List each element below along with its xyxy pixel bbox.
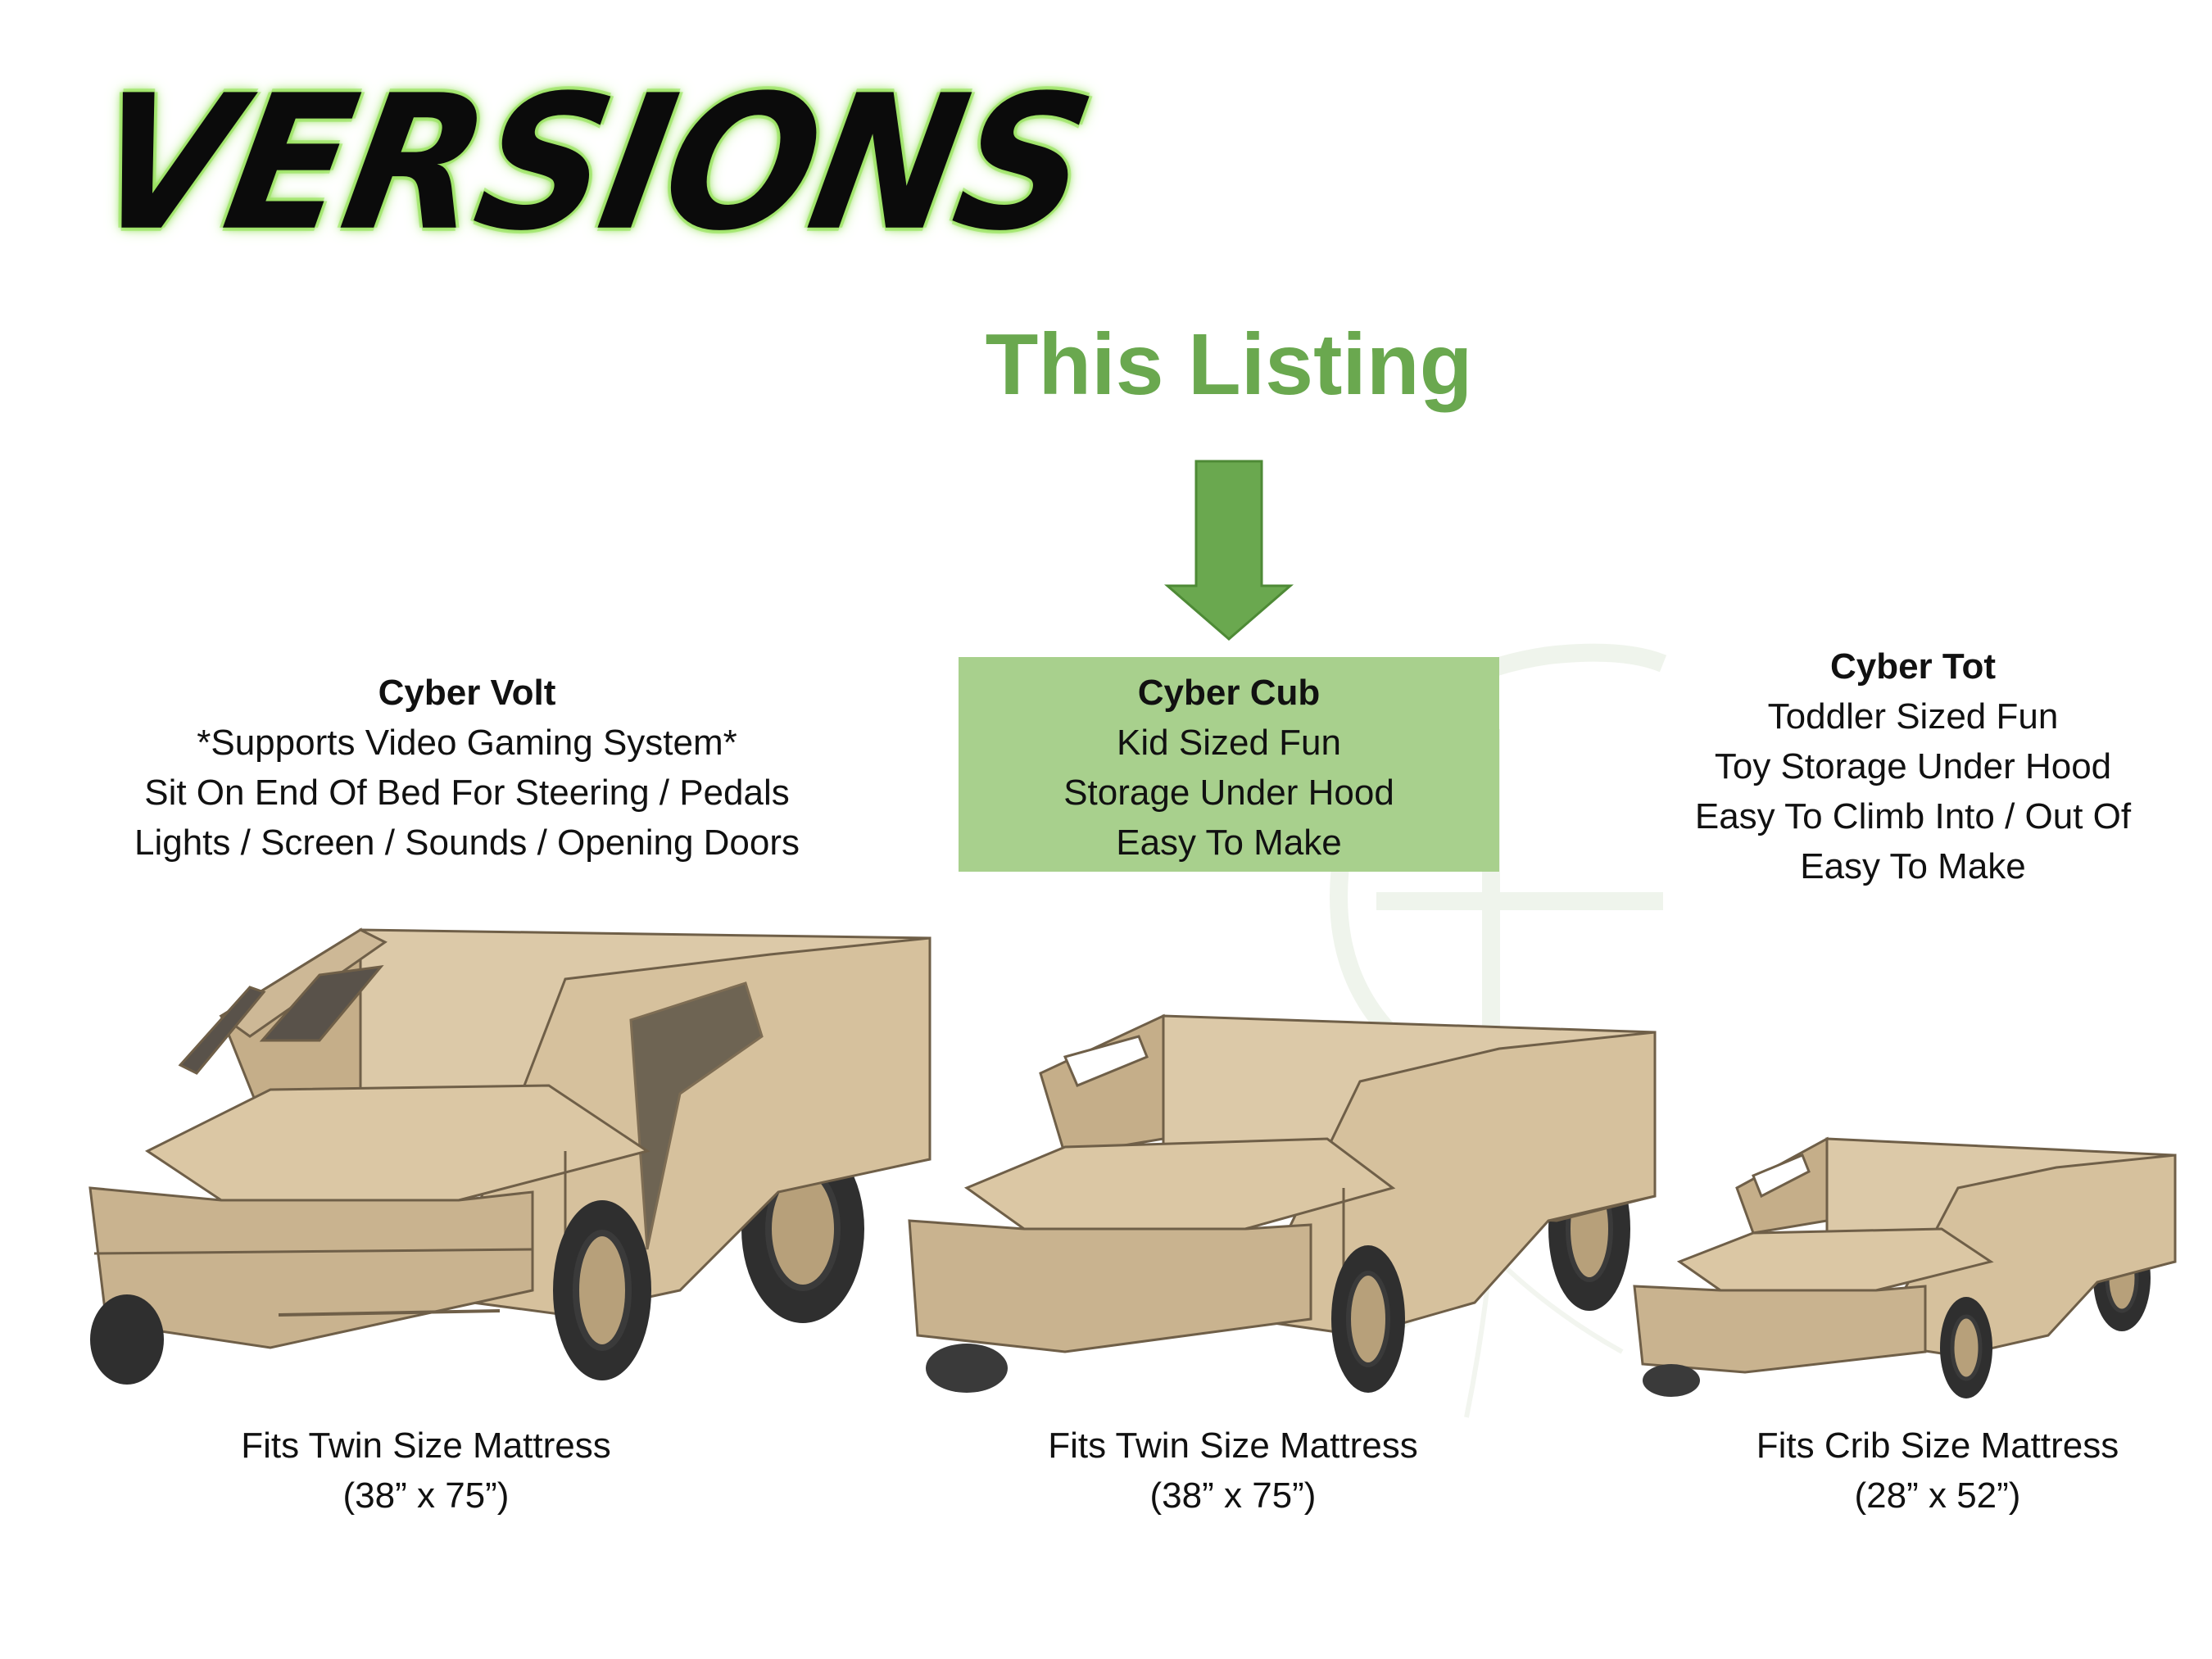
mattress-fit: Fits Twin Size Mattress [1048, 1426, 1418, 1466]
cyber-cub-truck-image [908, 1013, 1657, 1393]
version-name: Cyber Volt [378, 673, 556, 713]
feature-line: Storage Under Hood [1063, 773, 1394, 813]
this-listing-label: This Listing [985, 316, 1473, 413]
feature-line: Sit On End Of Bed For Steering / Pedals [144, 773, 790, 813]
cyber-volt-truck-image [88, 927, 931, 1385]
feature-line: Easy To Climb Into / Out Of [1694, 796, 2132, 836]
mattress-dimensions: (38” x 75”) [342, 1475, 510, 1516]
version-card-cyber-volt: Cyber Volt *Supports Video Gaming System… [49, 668, 885, 868]
mattress-fit: Fits Twin Size Mattress [241, 1426, 611, 1466]
version-card-cyber-cub: Cyber Cub Kid Sized Fun Storage Under Ho… [959, 657, 1499, 872]
feature-line: *Supports Video Gaming System* [197, 723, 737, 763]
feature-line: Easy To Make [1800, 846, 2026, 886]
mattress-fit: Fits Crib Size Mattress [1756, 1426, 2119, 1466]
version-name: Cyber Cub [1137, 673, 1321, 713]
page-title: VERSIONS [77, 55, 1104, 272]
mattress-dimensions: (38” x 75”) [1149, 1475, 1317, 1516]
arrow-down-icon [1163, 460, 1294, 641]
feature-line: Toy Storage Under Hood [1714, 746, 2112, 786]
fits-caption-cyber-volt: Fits Twin Size Mattress (38” x 75”) [172, 1421, 680, 1521]
version-card-cyber-tot: Cyber Tot Toddler Sized Fun Toy Storage … [1634, 641, 2192, 891]
feature-line: Toddler Sized Fun [1767, 696, 2059, 737]
fits-caption-cyber-tot: Fits Crib Size Mattress (28” x 52”) [1684, 1421, 2192, 1521]
feature-line: Lights / Screen / Sounds / Opening Doors [134, 823, 800, 863]
mattress-dimensions: (28” x 52”) [1854, 1475, 2021, 1516]
fits-caption-cyber-cub: Fits Twin Size Mattress (38” x 75”) [979, 1421, 1487, 1521]
version-name: Cyber Tot [1829, 646, 1997, 687]
feature-line: Kid Sized Fun [1117, 723, 1341, 763]
cyber-tot-truck-image [1633, 1136, 2177, 1398]
feature-line: Easy To Make [1116, 823, 1342, 863]
